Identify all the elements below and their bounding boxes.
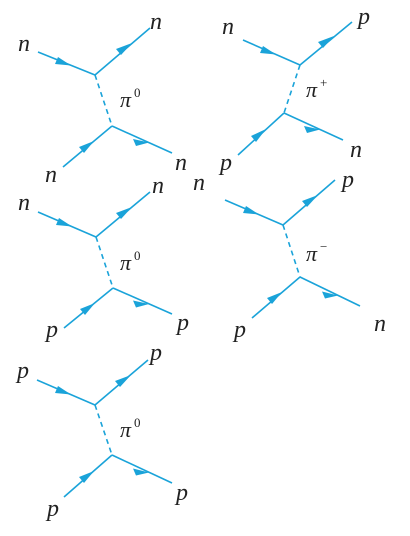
diagram-5-in-bottom-label: p (45, 496, 59, 522)
diagram-3-charge-label: 0 (134, 248, 141, 263)
diagram-5-incoming-top-arrow (55, 386, 71, 395)
diagram-5-exchange-label: π (120, 417, 132, 442)
diagram-2-in-top-label: n (222, 14, 234, 40)
diagram-1: n n n n π 0 (18, 9, 187, 188)
diagram-2-pion-propagator (283, 64, 301, 114)
diagram-5-outgoing-bottom-line (111, 454, 173, 484)
diagram-2-outgoing-bottom-arrow (304, 126, 320, 133)
diagram-3-out-top-label: n (152, 173, 164, 199)
diagram-3: n n p p π 0 (18, 173, 189, 343)
diagram-4-pion-propagator (282, 224, 301, 278)
diagram-1-incoming-top-arrow (55, 57, 71, 66)
diagram-4-outgoing-top-arrow (302, 195, 318, 207)
diagram-3-out-bottom-label: p (175, 310, 189, 336)
diagram-1-outgoing-bottom-line (111, 125, 173, 154)
diagram-3-incoming-top-arrow (56, 218, 72, 227)
diagram-5-outgoing-bottom-arrow (133, 468, 149, 476)
diagram-1-pion-propagator (94, 74, 113, 127)
diagram-2-incoming-bottom-arrow (251, 129, 266, 142)
diagram-3-outgoing-bottom-arrow (133, 300, 149, 308)
diagram-2-exchange-label: π (306, 77, 318, 102)
diagram-4-outgoing-bottom-arrow (322, 291, 338, 299)
diagram-1-outgoing-bottom-arrow (133, 139, 149, 146)
diagram-3-in-bottom-label: p (44, 317, 58, 343)
diagram-5-incoming-bottom-arrow (79, 471, 94, 483)
diagram-4-incoming-bottom-arrow (267, 292, 282, 304)
diagram-4-out-top-label: p (340, 167, 354, 193)
diagram-2-out-top-label: p (356, 4, 370, 30)
diagram-2-incoming-top-arrow (260, 46, 276, 55)
diagram-4-in-top-label: n (193, 170, 205, 196)
diagram-2-out-bottom-label: n (350, 137, 362, 163)
diagram-4-outgoing-bottom-line (299, 276, 361, 307)
diagram-5: p p p p π 0 (15, 340, 188, 522)
diagram-3-outgoing-bottom-line (112, 287, 173, 315)
diagram-1-incoming-bottom-arrow (79, 141, 94, 153)
diagram-2: n p p n π + (218, 4, 370, 176)
diagram-5-out-bottom-label: p (174, 480, 188, 506)
diagram-4-out-bottom-label: n (374, 311, 386, 337)
diagram-4-charge-label: − (320, 239, 327, 254)
diagram-5-outgoing-top-arrow (115, 375, 131, 387)
diagram-1-out-top-label: n (150, 9, 162, 35)
diagram-4-incoming-top-arrow (243, 206, 259, 215)
diagram-3-incoming-bottom-arrow (80, 303, 95, 315)
diagram-1-charge-label: 0 (134, 85, 141, 100)
diagram-2-outgoing-bottom-line (283, 112, 344, 141)
diagram-4-in-bottom-label: p (232, 317, 246, 343)
diagram-1-outgoing-top-arrow (116, 43, 132, 55)
diagram-5-out-top-label: p (148, 340, 162, 366)
diagram-1-out-bottom-label: n (175, 150, 187, 176)
diagram-1-exchange-label: π (120, 87, 132, 112)
diagram-1-in-bottom-label: n (45, 162, 57, 188)
diagram-2-outgoing-top-arrow (318, 36, 334, 48)
diagram-2-in-bottom-label: p (218, 150, 232, 176)
diagram-5-charge-label: 0 (134, 415, 141, 430)
diagram-2-charge-label: + (320, 75, 327, 90)
diagram-3-exchange-label: π (120, 250, 132, 275)
diagram-3-in-top-label: n (18, 190, 30, 216)
diagram-5-in-top-label: p (15, 358, 29, 384)
diagram-5-pion-propagator (94, 404, 113, 456)
diagram-1-in-top-label: n (18, 31, 30, 57)
diagram-4: n p p n π − (193, 167, 386, 343)
diagram-3-pion-propagator (95, 236, 114, 289)
diagram-3-outgoing-top-arrow (116, 207, 132, 219)
diagram-4-exchange-label: π (306, 241, 318, 266)
